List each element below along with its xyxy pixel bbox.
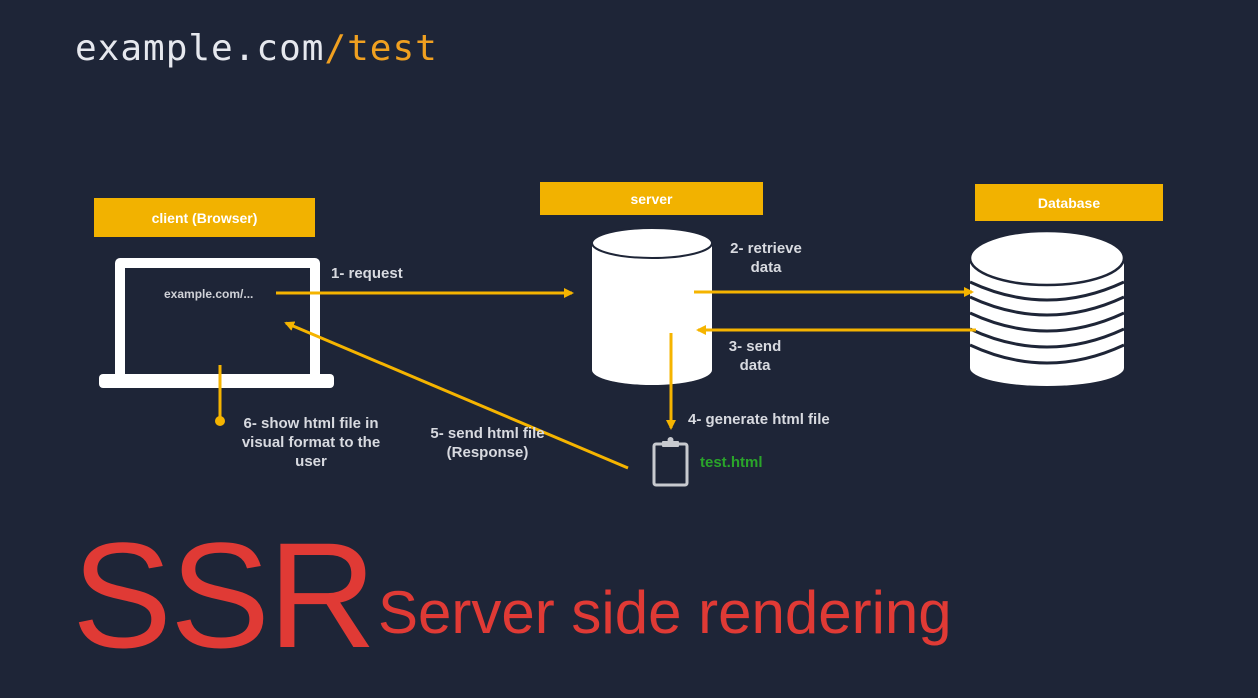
browser-screen-url: example.com/... (164, 287, 254, 301)
step-4-label: 4- generate html file (688, 411, 830, 428)
generated-file-name: test.html (700, 454, 763, 471)
url-domain: example.com (75, 28, 325, 69)
step-1-label: 1- request (331, 265, 403, 282)
url-path: /test (324, 28, 438, 69)
step-2-label: 2- retrieve data (720, 239, 812, 277)
step-2-line-1: 2- retrieve (730, 240, 802, 257)
step-2-line-2: data (750, 259, 782, 276)
connector-dot (215, 416, 225, 426)
clipboard-file-icon (652, 437, 689, 487)
page-url-title: example.com/test (75, 28, 438, 69)
step-6-label: 6- show html file in visual format to the… (232, 414, 390, 471)
ssr-acronym-heading: SSR (72, 511, 376, 679)
step-5-label: 5- send html file (Response) (420, 424, 555, 462)
step-3-line-1: 3- send (728, 338, 782, 355)
server-label: server (540, 182, 763, 215)
ssr-full-heading: Server side rendering (378, 579, 952, 646)
step-3-label: 3- send data (716, 337, 794, 375)
arrow-send-response (284, 321, 629, 470)
step-6-line-3: user (295, 453, 327, 470)
server-cylinder-icon (591, 227, 713, 385)
step-5-line-2: (Response) (446, 444, 529, 461)
step-5-line-1: 5- send html file (430, 425, 545, 442)
step-3-line-2: data (739, 357, 771, 374)
step-6-line-2: visual format to the (241, 434, 381, 451)
database-icon (968, 229, 1126, 386)
client-label: client (Browser) (94, 198, 315, 237)
database-label: Database (975, 184, 1163, 221)
laptop-icon (99, 258, 334, 388)
step-6-line-1: 6- show html file in (243, 415, 379, 432)
